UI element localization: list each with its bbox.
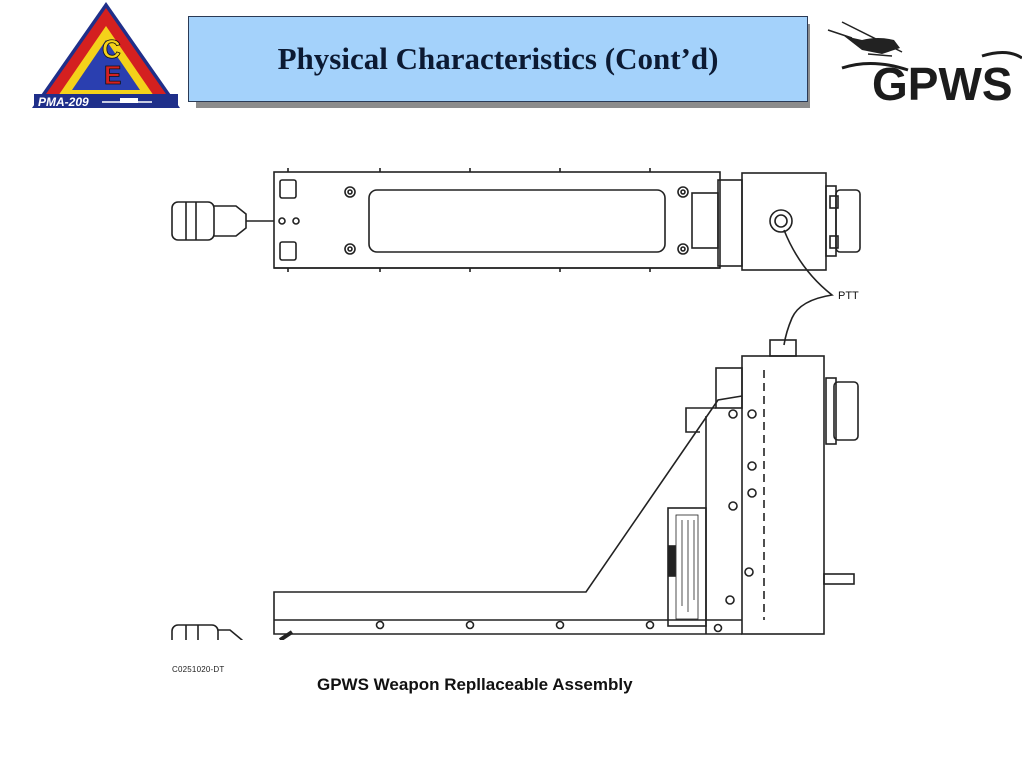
ptt-callout-label: PTT: [838, 290, 859, 302]
gpws-logo: GPWS: [822, 18, 1023, 110]
svg-text:C: C: [102, 34, 121, 64]
pma-209-logo: C E PMA-209: [30, 0, 182, 112]
gpws-assembly-drawing: [171, 168, 861, 640]
logo-badge-text: PMA-209: [38, 95, 89, 109]
title-banner: Physical Characteristics (Cont’d): [188, 16, 808, 102]
svg-text:E: E: [104, 60, 121, 90]
drawing-part-number: C0251020-DT: [172, 665, 225, 674]
top-view-unit: [171, 168, 861, 272]
helicopter-icon: [827, 21, 903, 57]
ptt-cable: [783, 229, 834, 346]
figure-caption: GPWS Weapon Repllaceable Assembly: [317, 675, 633, 694]
side-view-unit: [171, 339, 859, 640]
page-title: Physical Characteristics (Cont’d): [277, 41, 719, 76]
